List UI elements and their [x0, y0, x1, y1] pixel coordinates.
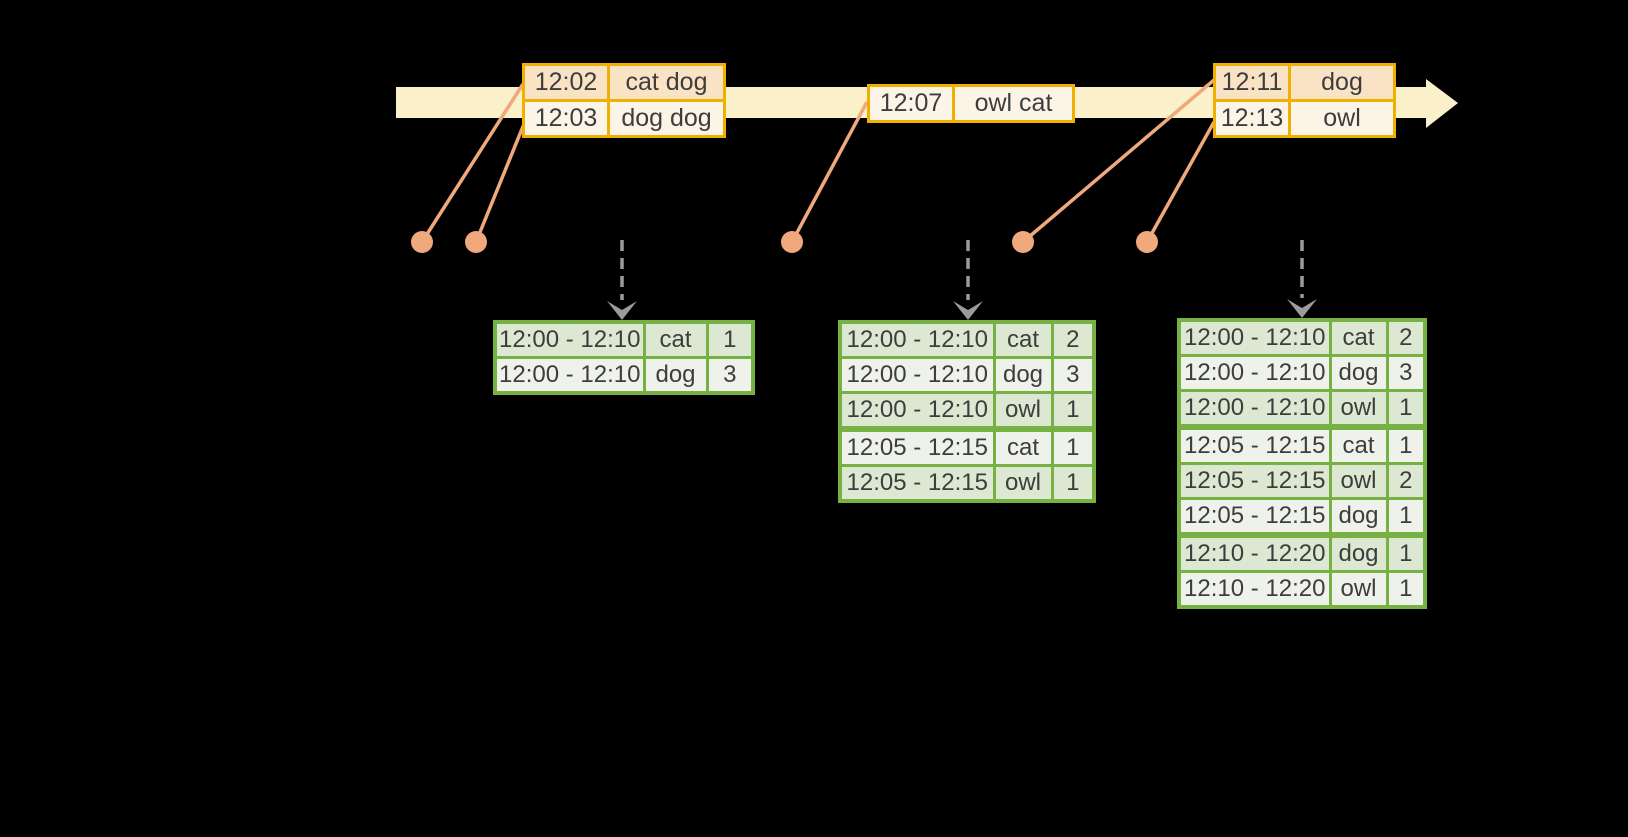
- event-dot: [1012, 231, 1034, 253]
- event-connector-line: [474, 123, 526, 243]
- word-cell: dog: [1328, 532, 1389, 573]
- event-words-cell: owl cat: [952, 84, 1075, 123]
- event-words-cell: dog: [1288, 63, 1396, 102]
- word-cell: cat: [992, 426, 1054, 467]
- window-cell: 12:00 - 12:10: [1177, 389, 1332, 429]
- count-cell: 1: [1050, 426, 1096, 467]
- word-cell: owl: [1328, 570, 1389, 609]
- event-connector-line: [420, 83, 525, 243]
- word-cell: cat: [1328, 318, 1389, 357]
- window-cell: 12:00 - 12:10: [493, 320, 646, 359]
- event-time-cell: 12:07: [867, 84, 955, 123]
- window-cell: 12:05 - 12:15: [1177, 462, 1332, 500]
- count-cell: 1: [1050, 464, 1096, 503]
- trigger-arrowhead: [607, 301, 637, 320]
- count-cell: 2: [1385, 318, 1427, 357]
- word-cell: cat: [1328, 424, 1389, 465]
- timeline-arrowhead: [1426, 79, 1458, 128]
- word-cell: dog: [1328, 354, 1389, 392]
- event-dot: [781, 231, 803, 253]
- count-cell: 2: [1050, 320, 1096, 359]
- word-cell: dog: [642, 356, 709, 395]
- word-cell: dog: [1328, 497, 1389, 537]
- trigger-arrowhead: [953, 301, 983, 320]
- window-cell: 12:10 - 12:20: [1177, 570, 1332, 609]
- window-cell: 12:00 - 12:10: [838, 320, 996, 359]
- count-cell: 1: [1385, 532, 1427, 573]
- event-connector-line: [1021, 78, 1216, 244]
- count-cell: 1: [1385, 570, 1427, 609]
- event-time-cell: 12:03: [522, 99, 610, 138]
- window-cell: 12:00 - 12:10: [493, 356, 646, 395]
- word-cell: cat: [992, 320, 1054, 359]
- word-cell: owl: [992, 464, 1054, 503]
- count-cell: 1: [705, 320, 755, 359]
- event-time-cell: 12:13: [1213, 99, 1291, 138]
- window-cell: 12:05 - 12:15: [1177, 424, 1332, 465]
- count-cell: 3: [1385, 354, 1427, 392]
- word-cell: owl: [1328, 389, 1389, 429]
- word-cell: dog: [992, 356, 1054, 394]
- event-dot: [1136, 231, 1158, 253]
- window-cell: 12:05 - 12:15: [838, 464, 996, 503]
- count-cell: 1: [1385, 497, 1427, 537]
- window-cell: 12:10 - 12:20: [1177, 532, 1332, 573]
- window-cell: 12:00 - 12:10: [1177, 354, 1332, 392]
- event-words-cell: cat dog: [607, 63, 726, 102]
- count-cell: 1: [1385, 424, 1427, 465]
- count-cell: 3: [1050, 356, 1096, 394]
- count-cell: 1: [1050, 391, 1096, 431]
- event-time-cell: 12:02: [522, 63, 610, 102]
- window-cell: 12:00 - 12:10: [838, 391, 996, 431]
- window-cell: 12:00 - 12:10: [838, 356, 996, 394]
- event-dot: [465, 231, 487, 253]
- count-cell: 2: [1385, 462, 1427, 500]
- word-cell: cat: [642, 320, 709, 359]
- event-connector-line: [790, 101, 869, 243]
- window-cell: 12:05 - 12:15: [1177, 497, 1332, 537]
- window-cell: 12:05 - 12:15: [838, 426, 996, 467]
- word-cell: owl: [992, 391, 1054, 431]
- event-words-cell: owl: [1288, 99, 1396, 138]
- count-cell: 3: [705, 356, 755, 395]
- event-connector-line: [1145, 121, 1216, 243]
- event-dot: [411, 231, 433, 253]
- count-cell: 1: [1385, 389, 1427, 429]
- event-time-cell: 12:11: [1213, 63, 1291, 102]
- word-cell: owl: [1328, 462, 1389, 500]
- trigger-arrowhead: [1287, 299, 1317, 318]
- window-cell: 12:00 - 12:10: [1177, 318, 1332, 357]
- event-words-cell: dog dog: [607, 99, 726, 138]
